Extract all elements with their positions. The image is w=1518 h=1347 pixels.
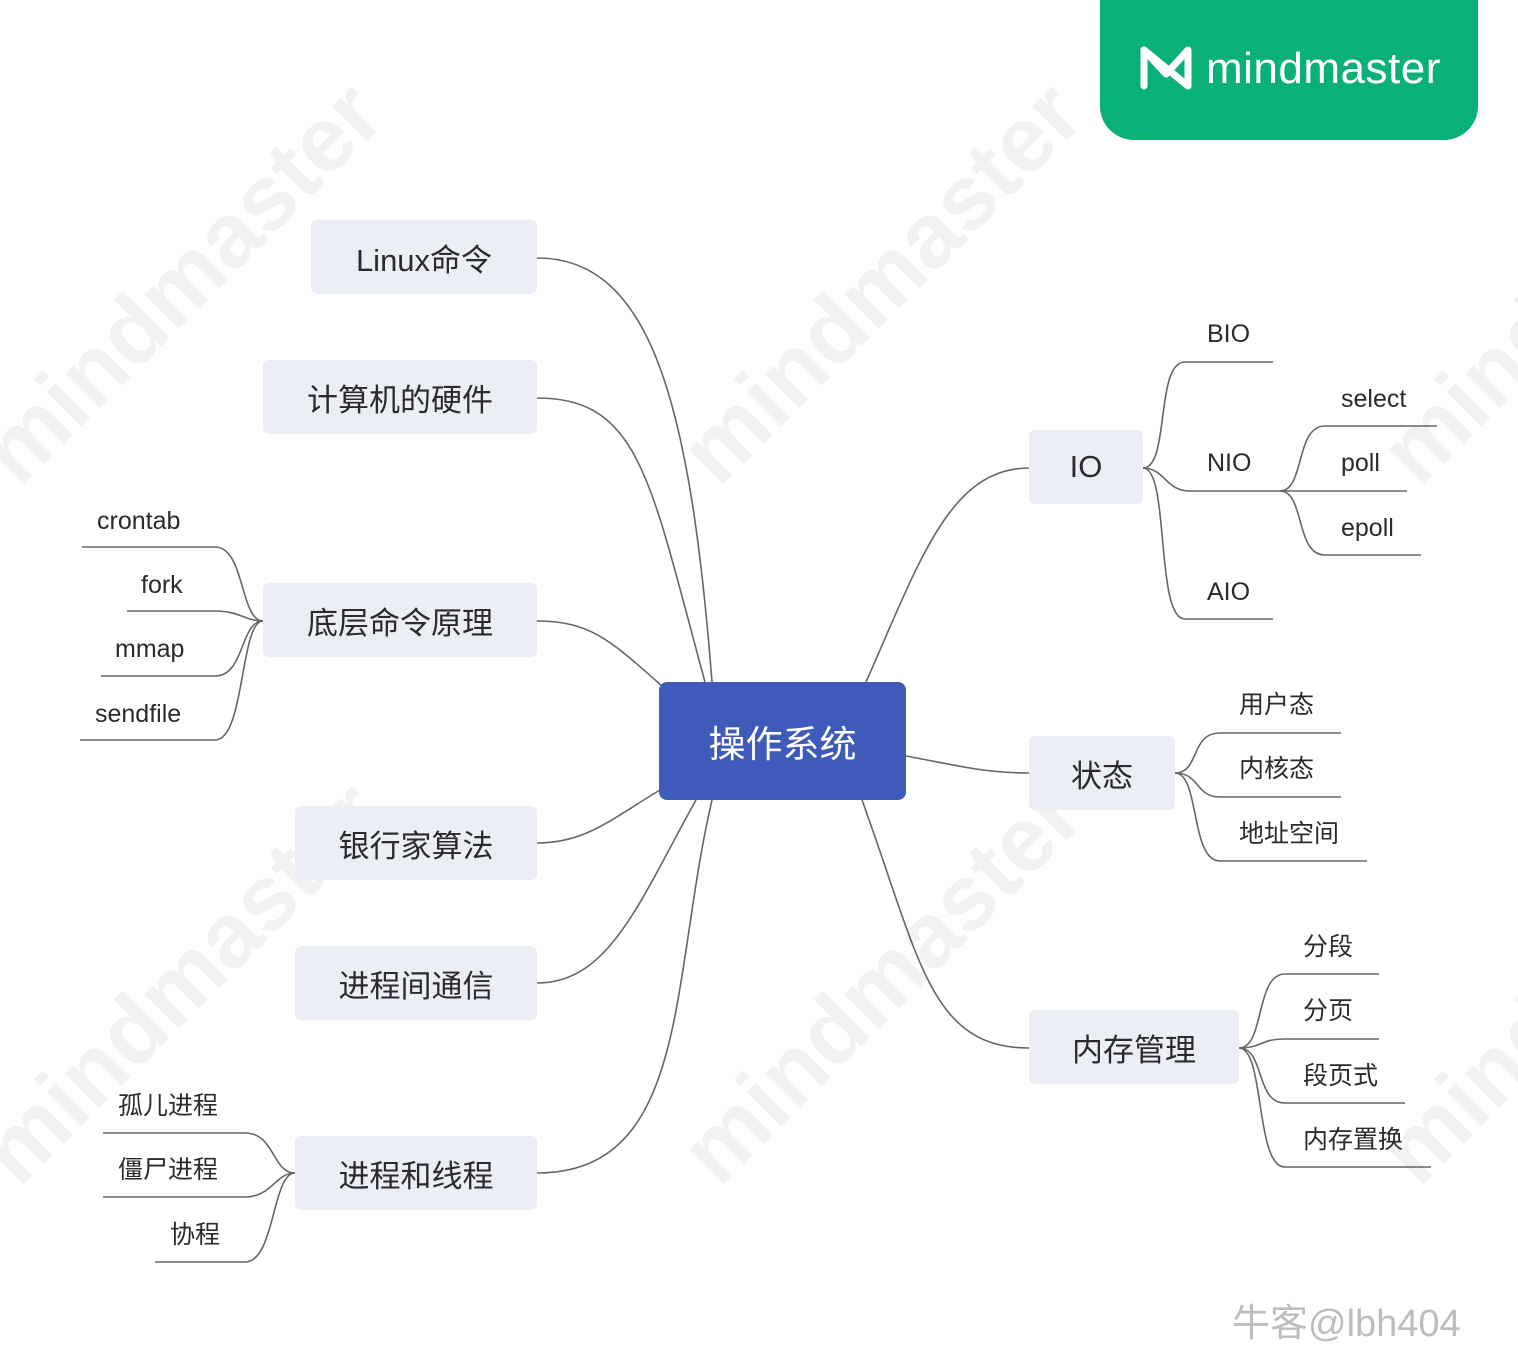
branch-memory-management[interactable]: 内存管理 (1029, 1010, 1239, 1084)
leaf-orphan-process[interactable]: 孤儿进程 (118, 1092, 219, 1120)
leaf-segmentation[interactable]: 分段 (1303, 933, 1354, 961)
leaf-mmap[interactable]: mmap (115, 635, 185, 663)
leaf-bio[interactable]: BIO (1207, 320, 1251, 348)
branch-computer-hardware[interactable]: 计算机的硬件 (263, 360, 537, 434)
root-node[interactable]: 操作系统 (659, 682, 906, 800)
mindmaster-logo-icon (1140, 46, 1192, 90)
leaf-kernel-mode[interactable]: 内核态 (1239, 755, 1315, 783)
brand-name: mindmaster (1206, 44, 1441, 93)
source-credit: 牛客@lbh404 (1232, 1303, 1461, 1345)
leaf-fork[interactable]: fork (141, 571, 183, 599)
leaf-address-space[interactable]: 地址空间 (1239, 820, 1340, 848)
leaf-aio[interactable]: AIO (1207, 578, 1251, 606)
leaf-nio[interactable]: NIO (1207, 449, 1252, 477)
branch-state[interactable]: 状态 (1029, 736, 1175, 810)
leaf-paging[interactable]: 分页 (1303, 997, 1354, 1025)
leaf-crontab[interactable]: crontab (97, 507, 181, 535)
branch-low-level-command-principles[interactable]: 底层命令原理 (263, 583, 537, 657)
mindmaster-logo: mindmaster (1100, 0, 1478, 140)
leaf-select[interactable]: select (1341, 385, 1407, 413)
leaf-epoll[interactable]: epoll (1341, 514, 1394, 542)
leaf-segmented-paging[interactable]: 段页式 (1303, 1062, 1379, 1090)
branch-bankers-algorithm[interactable]: 银行家算法 (295, 806, 537, 880)
branch-ipc[interactable]: 进程间通信 (295, 946, 537, 1020)
leaf-memory-swapping[interactable]: 内存置换 (1303, 1126, 1404, 1154)
branch-process-and-thread[interactable]: 进程和线程 (295, 1136, 537, 1210)
leaf-poll[interactable]: poll (1341, 449, 1380, 477)
leaf-sendfile[interactable]: sendfile (95, 700, 182, 728)
branch-linux-commands[interactable]: Linux命令 (311, 220, 537, 294)
leaf-user-mode[interactable]: 用户态 (1239, 691, 1315, 719)
leaf-coroutine[interactable]: 协程 (170, 1221, 221, 1249)
leaf-zombie-process[interactable]: 僵尸进程 (118, 1156, 219, 1184)
branch-io[interactable]: IO (1029, 430, 1143, 504)
